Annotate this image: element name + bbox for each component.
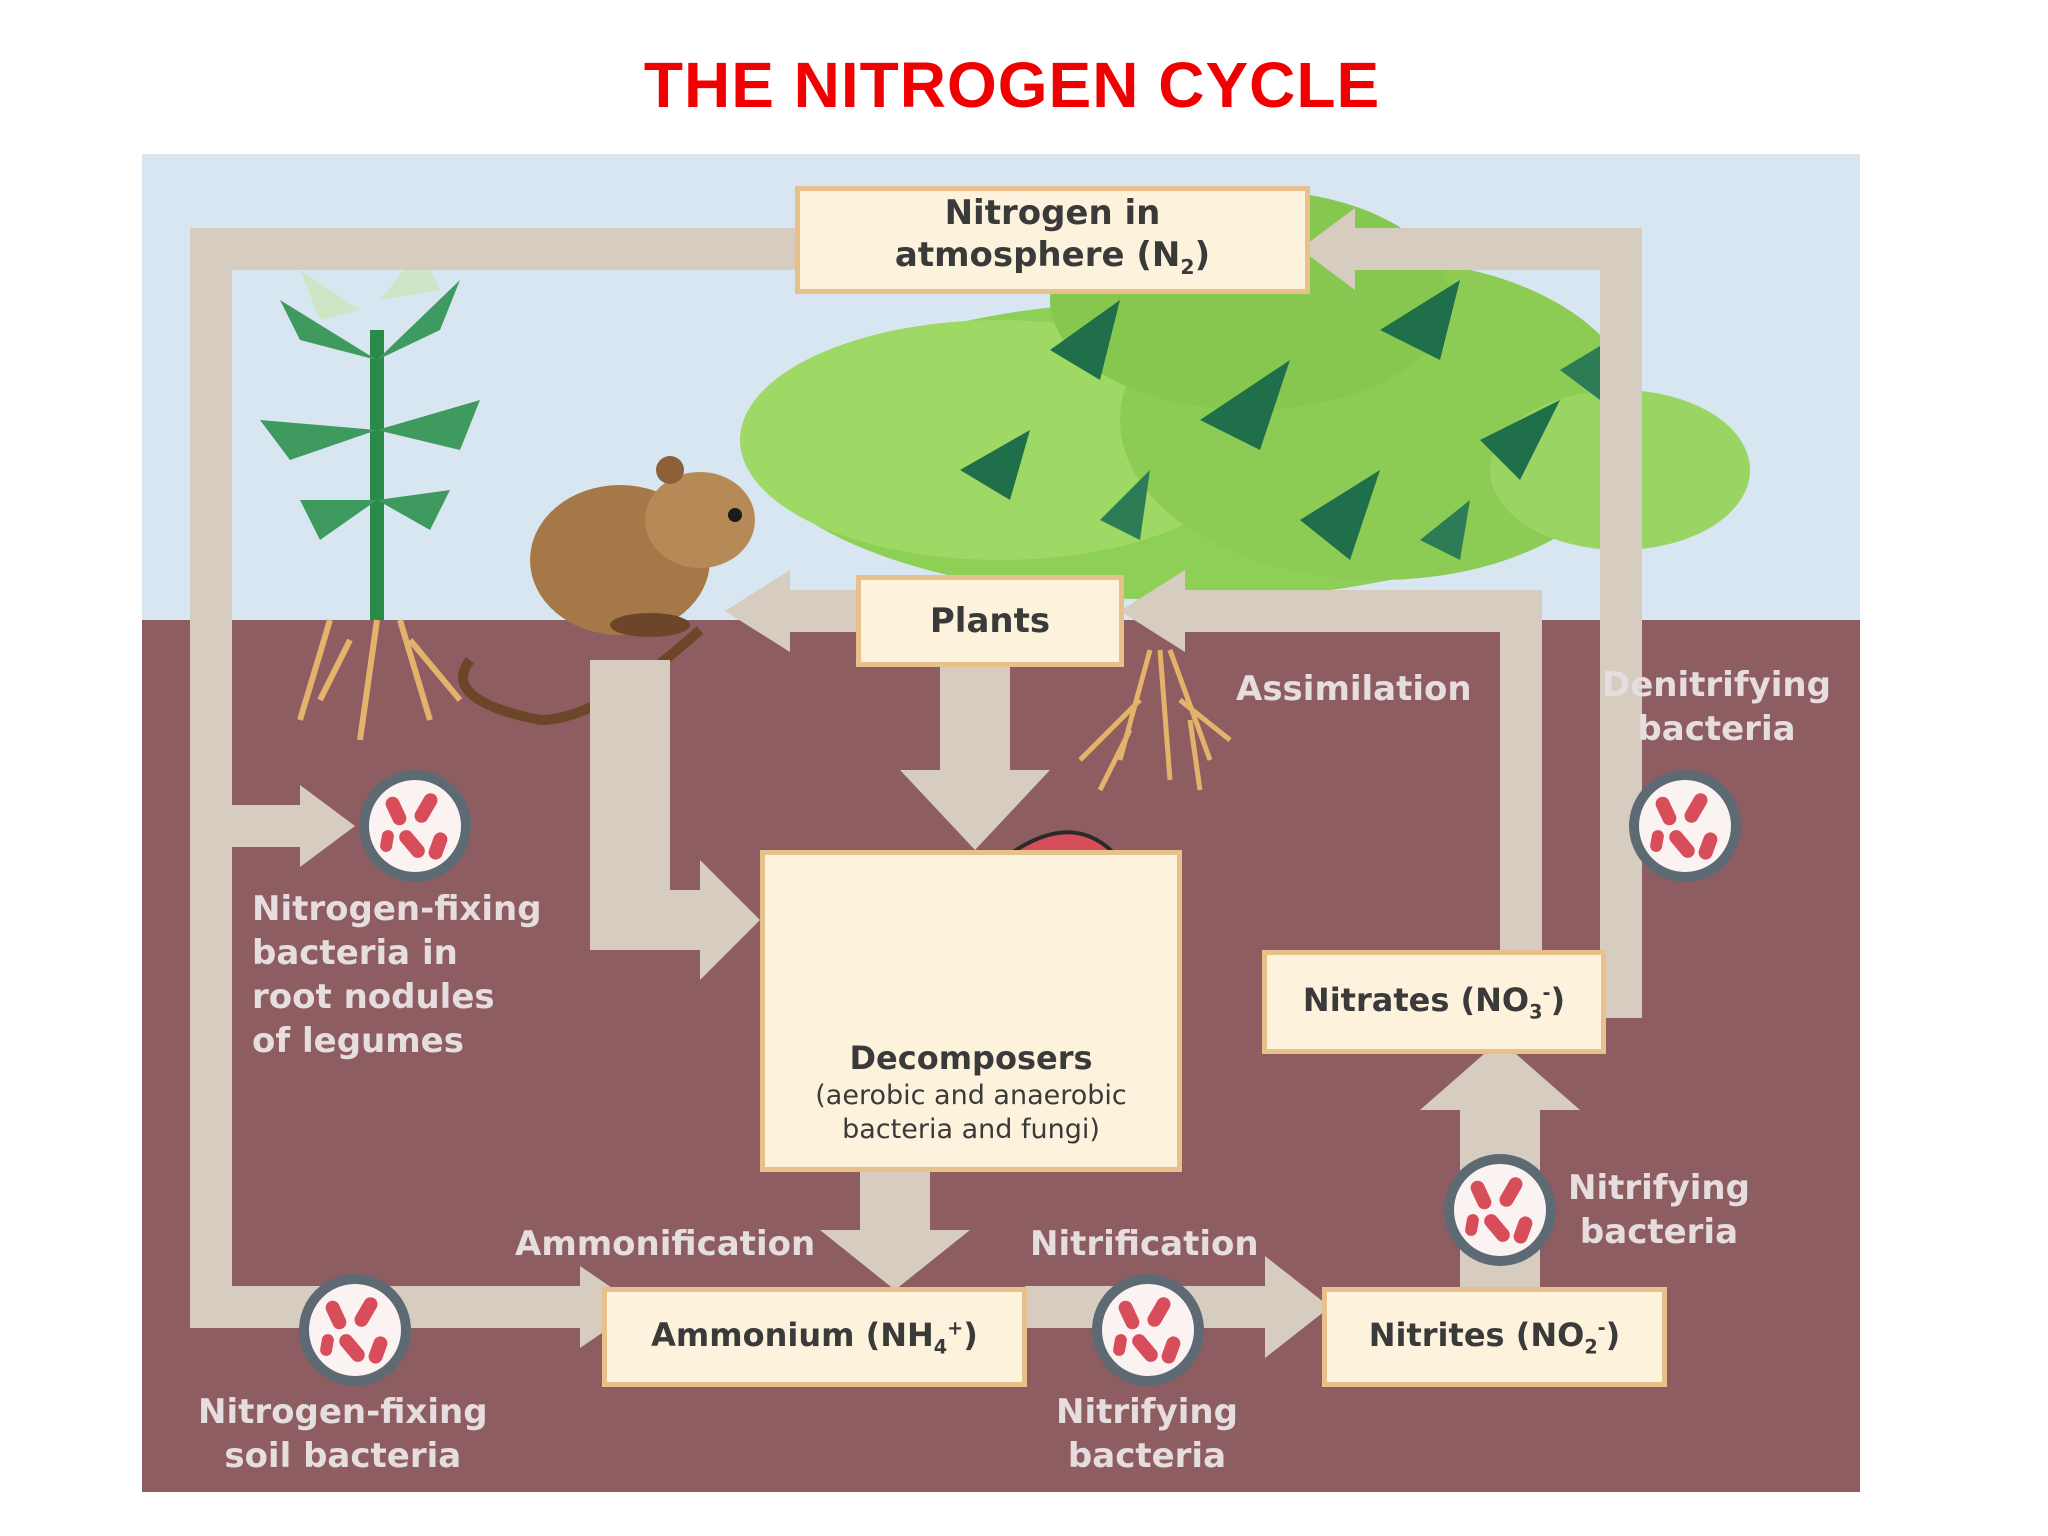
nitrogen-fixing-soil-label: Nitrogen-fixing soil bacteria [198,1392,488,1476]
nitrification-label: Nitrification [1030,1224,1259,1264]
decomposers-detail2: bacteria and fungi) [842,1114,1100,1145]
nitrifying-bacteria-right-label: Nitrifying bacteria [1568,1168,1750,1252]
nitrates-box: Nitrates (NO3-) [1262,950,1606,1054]
ammonium-label: Ammonium (NH4+) [651,1315,978,1359]
bacteria-icon [1444,1154,1556,1266]
atmosphere-line1: Nitrogen in [944,193,1161,234]
mouse-icon [458,456,755,726]
nitrites-box: Nitrites (NO2-) [1322,1287,1667,1387]
nitrifying-bacteria-bottom-label: Nitrifying bacteria [1056,1392,1238,1476]
bacteria-icon [1629,770,1741,882]
atmosphere-line2: atmosphere (N2) [894,235,1211,279]
decomposers-detail1: (aerobic and anaerobic [815,1080,1127,1111]
legume-plant-icon [260,250,480,741]
ammonium-box: Ammonium (NH4+) [602,1287,1027,1387]
ammonification-label: Ammonification [515,1224,816,1264]
bacteria-icon [1092,1274,1204,1386]
tree-foliage-icon [740,190,1750,600]
atmosphere-box: Nitrogen in atmosphere (N2) [795,186,1310,294]
page-title: THE NITROGEN CYCLE [643,49,1381,121]
nitrates-label: Nitrates (NO3-) [1302,980,1566,1024]
assimilation-label: Assimilation [1236,669,1472,709]
bacteria-icon [359,770,471,882]
plants-box: Plants [856,575,1124,667]
nitrites-label: Nitrites (NO2-) [1368,1315,1621,1359]
nitrogen-fixing-legumes-label: Nitrogen-fixing bacteria in root nodules… [252,889,542,1061]
decomposers-name: Decomposers [849,1039,1093,1077]
root-system-icon [1078,649,1232,792]
denitrifying-bacteria-label: Denitrifying bacteria [1602,665,1831,749]
decomposers-box: Decomposers (aerobic and anaerobic bacte… [760,850,1182,1172]
bacteria-icon [299,1274,411,1386]
